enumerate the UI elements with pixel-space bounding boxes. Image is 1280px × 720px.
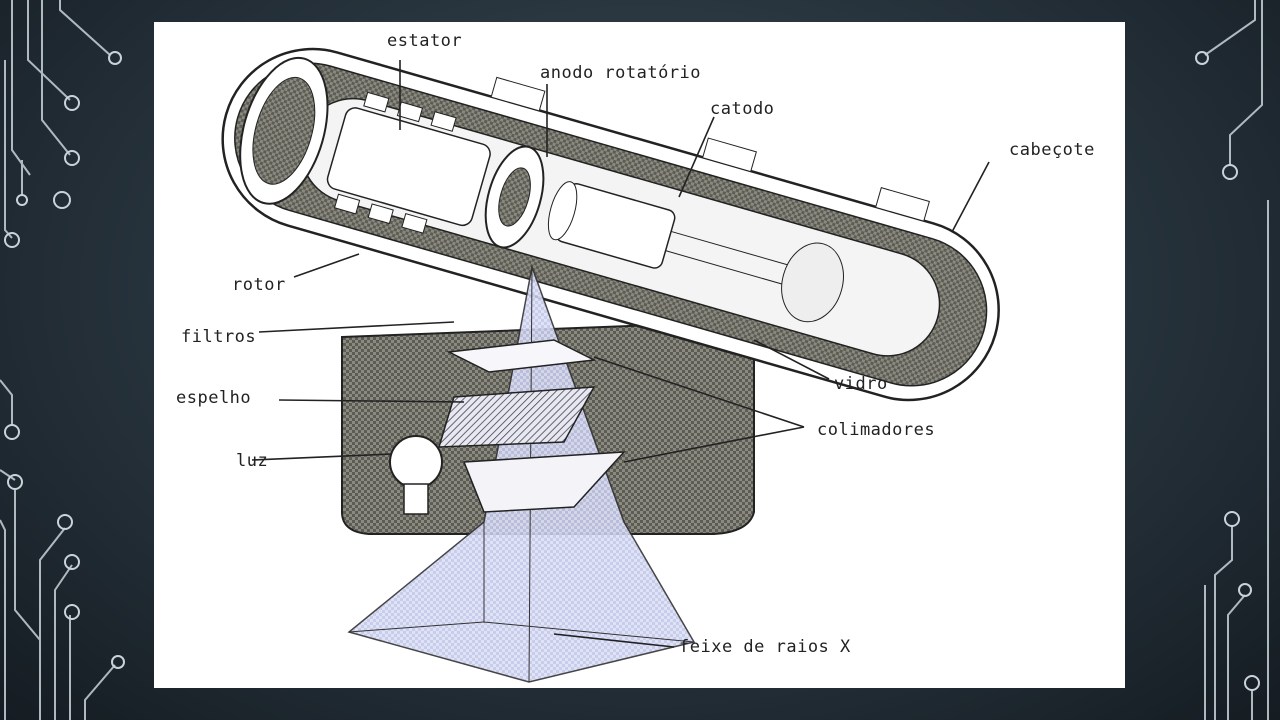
label-luz: luz [236,451,268,471]
label-filtros: filtros [181,327,256,347]
label-colimadores: colimadores [817,420,935,440]
label-espelho: espelho [176,388,251,408]
leader-lines [251,60,990,648]
label-anodo-rotatorio: anodo rotatório [540,63,701,83]
filter-plate [446,339,597,373]
label-catodo: catodo [710,99,774,119]
xray-tube-diagram: estator anodo rotatório catodo cabeçote … [154,22,1125,688]
diagram-svg: estator anodo rotatório catodo cabeçote … [176,31,1095,683]
label-rotor: rotor [232,275,286,295]
light-bulb [389,435,443,515]
circuit-decoration-left [0,0,125,720]
collimator-plates [462,451,626,513]
label-estator: estator [387,31,462,51]
tube-housing [221,47,1000,402]
mirror [437,386,596,448]
label-cabecote: cabeçote [1009,140,1095,160]
label-vidro: vidro [834,374,888,394]
label-feixe-de-raios-x: feixe de raios X [679,637,851,657]
